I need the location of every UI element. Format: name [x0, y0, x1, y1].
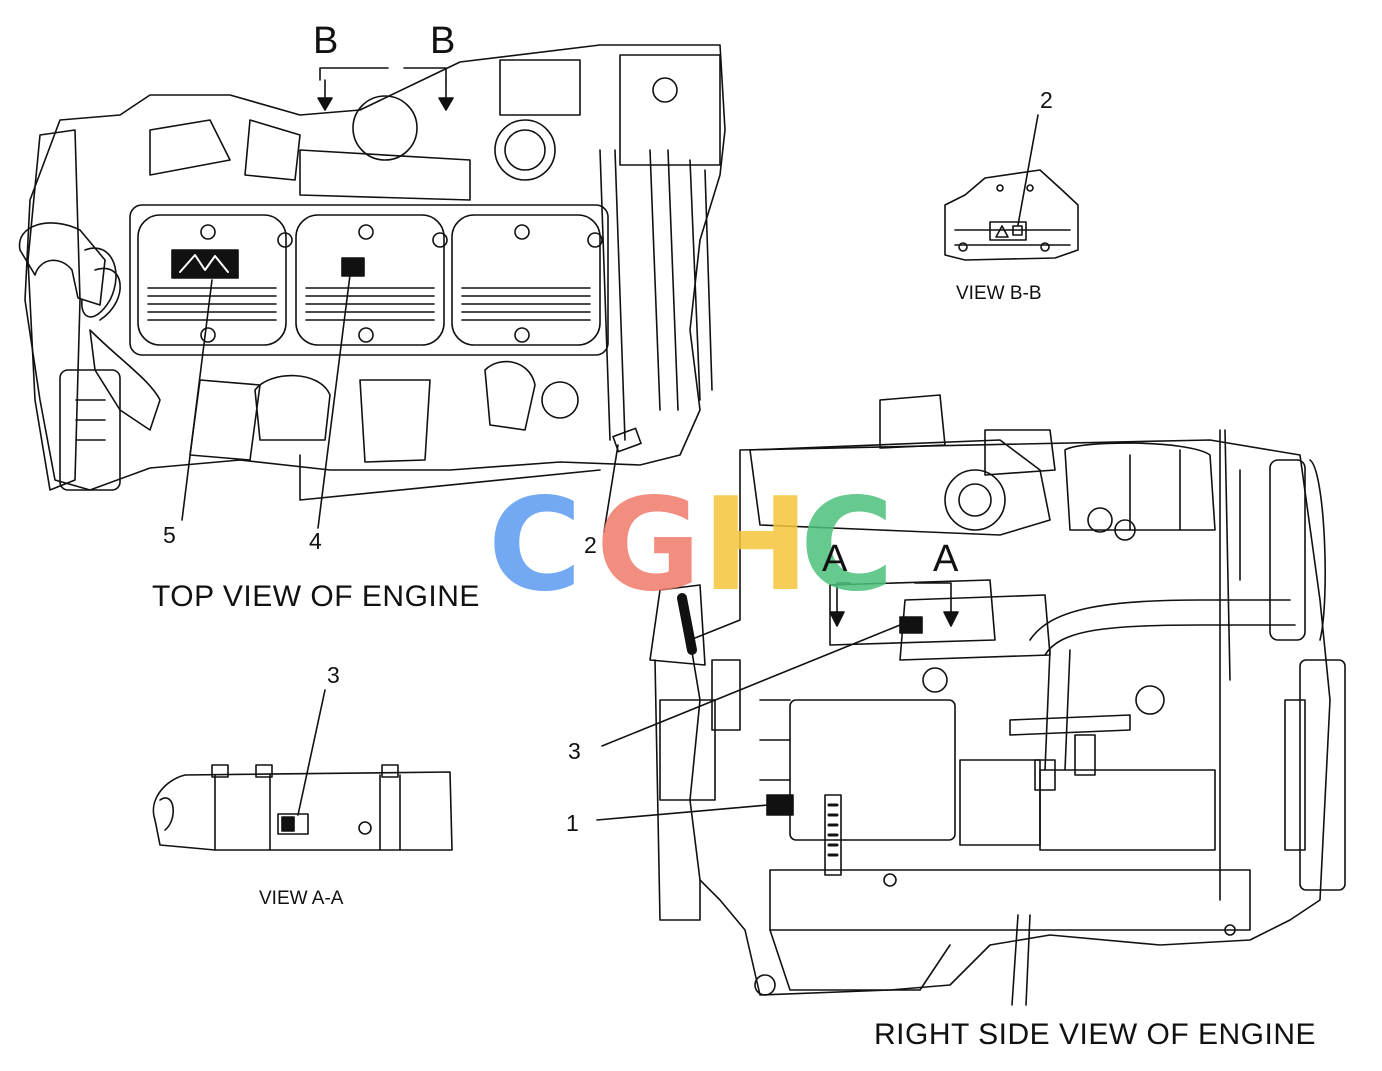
title-top-view: TOP VIEW OF ENGINE [152, 580, 480, 613]
right-side-view-engine [649, 394, 1346, 1006]
callout-3-view-aa: 3 [327, 662, 340, 688]
callout-3-right-view: 3 [568, 738, 581, 764]
top-view-engine [18, 44, 726, 501]
callout-1: 1 [566, 810, 579, 836]
callout-2-view-bb: 2 [1040, 87, 1053, 113]
section-marker-a-left: A [822, 538, 848, 580]
watermark-letter-c1: C [488, 471, 582, 620]
title-right-side-view: RIGHT SIDE VIEW OF ENGINE [874, 1018, 1316, 1051]
title-view-bb: VIEW B-B [956, 283, 1042, 304]
section-marker-b-left: B [313, 20, 339, 62]
section-marker-a-right: A [933, 538, 959, 580]
callout-4: 4 [309, 528, 322, 554]
section-marker-b-right: B [430, 20, 456, 62]
watermark-letter-c2: C [800, 471, 894, 620]
title-view-aa: VIEW A-A [259, 888, 344, 909]
view-aa-drawing [152, 689, 453, 851]
watermark-letter-g: G [596, 471, 702, 620]
watermark-letter-h: H [702, 471, 810, 620]
callout-2-top-view: 2 [584, 532, 597, 558]
callout-5: 5 [163, 522, 176, 548]
view-bb-drawing [944, 114, 1079, 261]
